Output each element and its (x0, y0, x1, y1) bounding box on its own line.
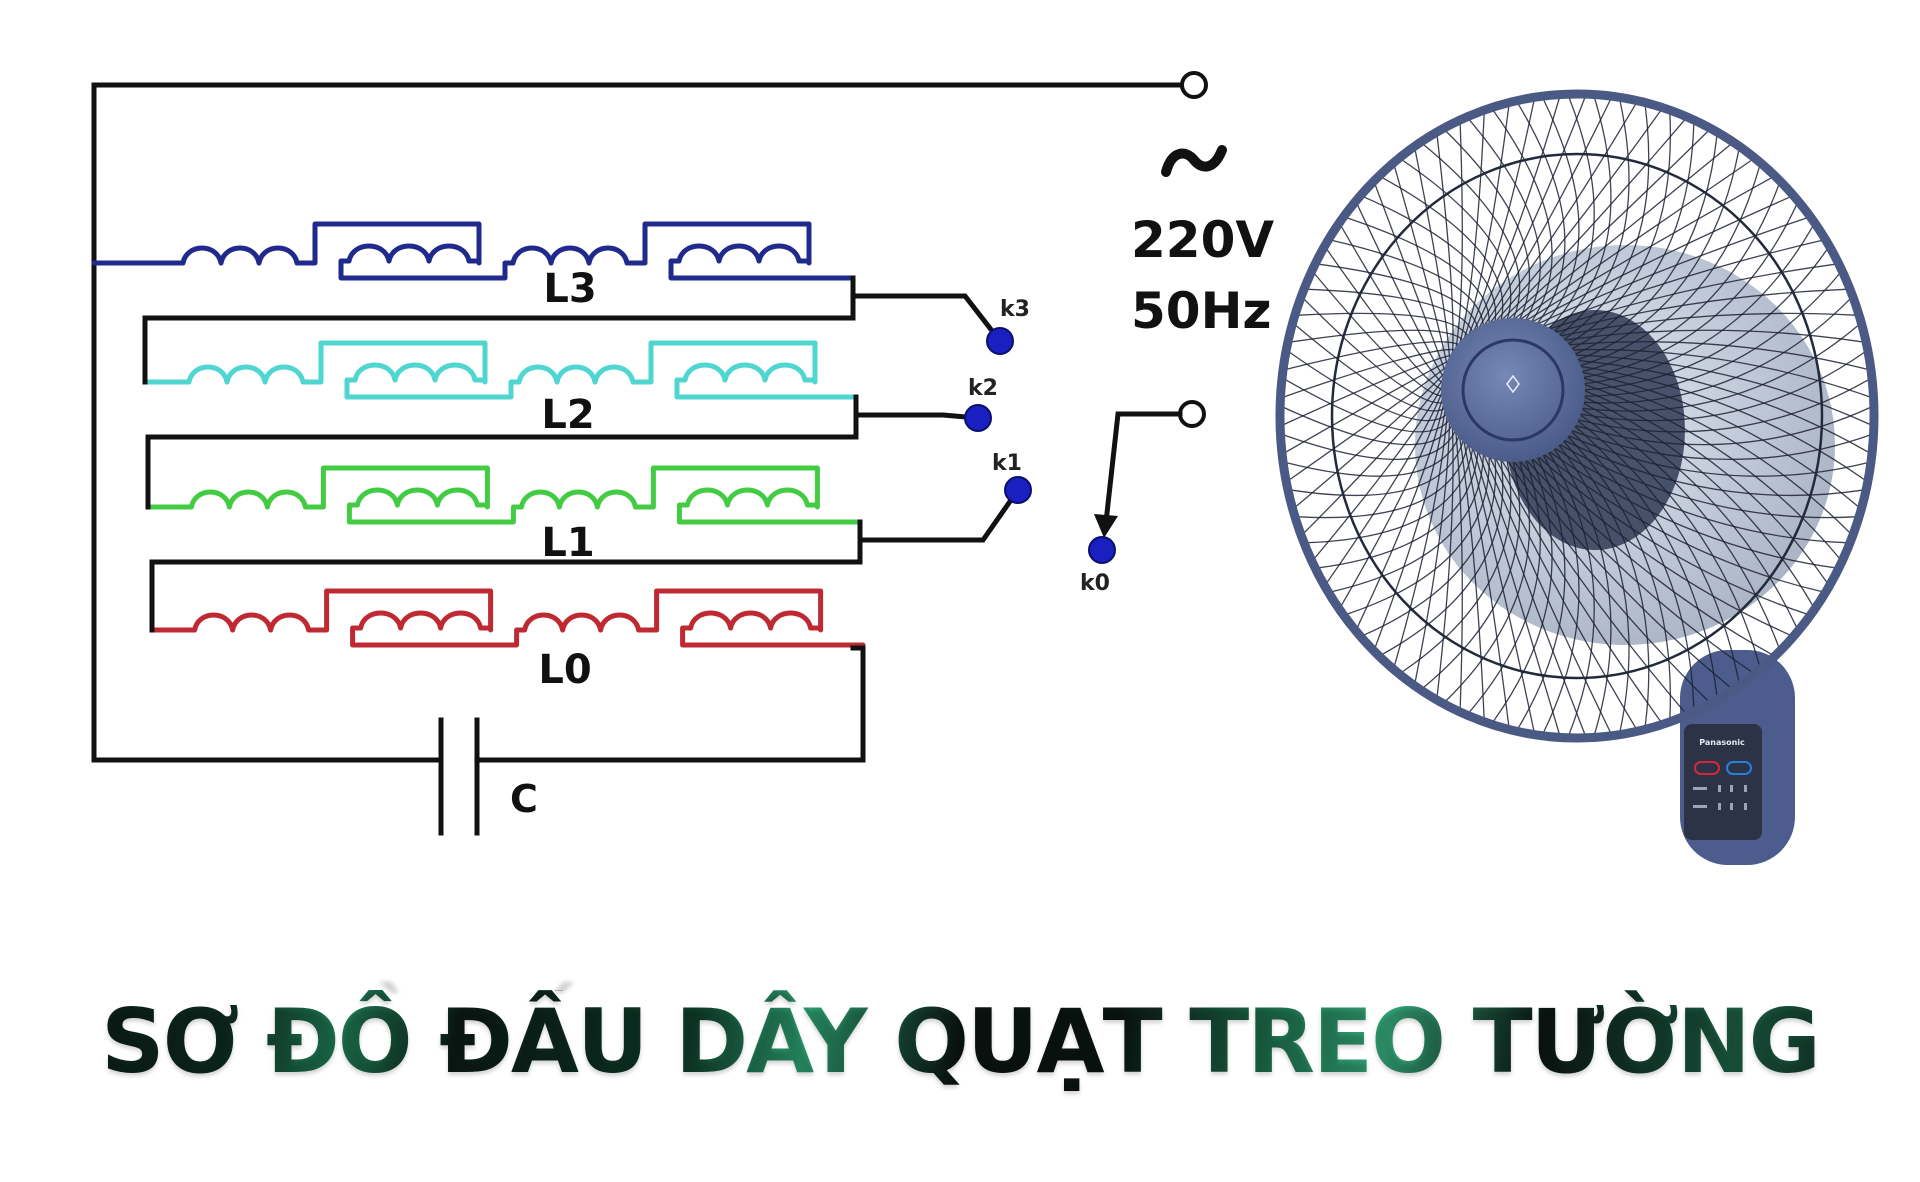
fan-panel-markings (1693, 785, 1747, 810)
wall-fan-illustration: Panasonic (1275, 89, 1879, 865)
contact-label-k0: k0 (1080, 571, 1110, 596)
winding-L0: L0 (149, 588, 866, 693)
contact-k0 (1088, 536, 1116, 564)
ac-tilde-icon (1161, 145, 1227, 177)
selector-wire (1103, 411, 1183, 525)
contact-k3 (986, 327, 1014, 355)
fan-guard-grill (1283, 97, 1871, 735)
winding-label: L1 (541, 520, 594, 566)
supply-terminal-bottom (1178, 400, 1206, 428)
fan-brand-label: Panasonic (1699, 738, 1745, 747)
winding-L2: L2 (142, 340, 859, 438)
fan-hub-ring (1461, 338, 1565, 442)
fan-guard-rim (1275, 89, 1879, 743)
main-circuit (91, 82, 1185, 763)
tap-wire-k3 (850, 293, 1004, 345)
capacitor: C (438, 717, 538, 836)
supply-voltage: 220V (1131, 211, 1274, 269)
winding-coil-L1 (145, 465, 863, 525)
contact-label-k3: k3 (1000, 297, 1030, 322)
contact-k2 (964, 404, 992, 432)
fan-blue-button (1726, 761, 1752, 775)
contact-label-k1: k1 (992, 451, 1022, 476)
fan-guard-inner-ring (1330, 152, 1824, 680)
tap-wire-k1 (857, 486, 1022, 543)
fan-red-button (1694, 761, 1720, 775)
page-title: SƠ ĐỒ ĐẤU DÂY QUẠT TREO TƯỜNG (0, 990, 1920, 1093)
supply-terminal-top (1180, 71, 1208, 99)
winding-coil-L3 (91, 221, 856, 281)
selector-arrow-icon (1094, 514, 1118, 538)
winding-label: L0 (538, 647, 591, 693)
contact-label-k2: k2 (968, 376, 998, 401)
fan-control-panel (1684, 724, 1762, 840)
capacitor-right-wire (474, 645, 866, 763)
winding-interconnects (142, 275, 1022, 651)
winding-L3: L3 (91, 221, 856, 312)
winding-label: L3 (543, 266, 596, 312)
supply-frequency: 50Hz (1131, 282, 1272, 340)
contact-k1 (1004, 476, 1032, 504)
winding-label: L2 (541, 392, 594, 438)
winding-L1: L1 (145, 465, 863, 566)
winding-coil-L2 (142, 340, 859, 400)
power-supply: 220V 50Hz (1094, 71, 1274, 538)
fan-hub-logo-icon (1506, 374, 1520, 394)
speed-switch-contacts: k3 k2 k1 k0 (964, 297, 1116, 596)
winding-coil-L0 (149, 588, 866, 648)
capacitor-label: C (510, 777, 538, 821)
left-rail-wire (91, 82, 444, 763)
tap-wire-k2 (853, 412, 981, 421)
